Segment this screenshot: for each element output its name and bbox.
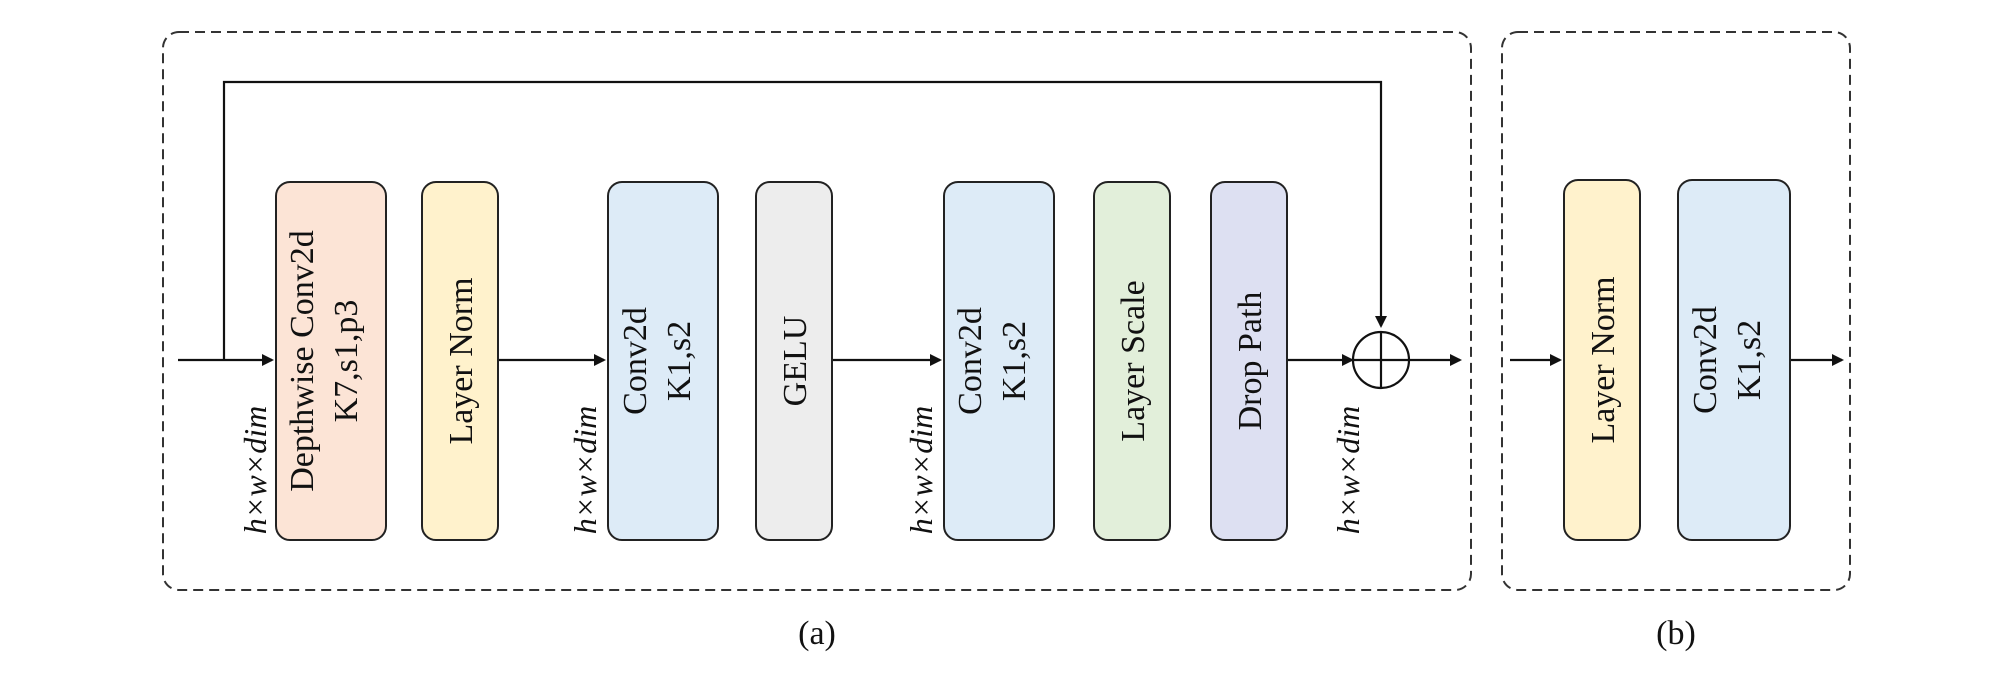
block-depthwise-conv2d: Depthwise Conv2d K7,s1,p3 bbox=[275, 181, 387, 541]
block-label: K1,s2 bbox=[1731, 320, 1768, 400]
block-label: K1,s2 bbox=[996, 321, 1033, 401]
dim-label: h×w×dim bbox=[1330, 406, 1366, 535]
block-drop-path: Drop Path bbox=[1210, 181, 1288, 541]
block-layer-norm-b: Layer Norm bbox=[1563, 179, 1641, 541]
block-label: Conv2d bbox=[952, 307, 989, 415]
block-label: Depthwise Conv2d bbox=[284, 230, 321, 492]
block-gelu: GELU bbox=[755, 181, 833, 541]
block-conv2d-2: Conv2d K1,s2 bbox=[943, 181, 1055, 541]
block-layer-norm: Layer Norm bbox=[421, 181, 499, 541]
block-label: Layer Norm bbox=[443, 277, 480, 444]
dim-label: h×w×dim bbox=[567, 406, 603, 535]
block-label: Conv2d bbox=[617, 307, 654, 415]
block-label: K7,s1,p3 bbox=[328, 300, 365, 423]
block-conv2d-1: Conv2d K1,s2 bbox=[607, 181, 719, 541]
block-label: Layer Scale bbox=[1115, 280, 1152, 441]
panel-a-frame bbox=[162, 31, 1472, 591]
caption-b: (b) bbox=[1656, 615, 1696, 652]
panel-b-frame bbox=[1501, 31, 1851, 591]
add-circle-icon bbox=[1351, 330, 1411, 390]
caption-a: (a) bbox=[798, 615, 836, 652]
block-label: K1,s2 bbox=[661, 321, 698, 401]
block-layer-scale: Layer Scale bbox=[1093, 181, 1171, 541]
block-label: Conv2d bbox=[1687, 306, 1724, 414]
dim-label: h×w×dim bbox=[903, 406, 939, 535]
block-label: GELU bbox=[777, 316, 814, 407]
block-conv2d-b: Conv2d K1,s2 bbox=[1677, 179, 1791, 541]
block-label: Drop Path bbox=[1232, 292, 1269, 431]
dim-label: h×w×dim bbox=[237, 406, 273, 535]
block-label: Layer Norm bbox=[1585, 276, 1622, 443]
residual-skip-arrow bbox=[222, 80, 1387, 360]
